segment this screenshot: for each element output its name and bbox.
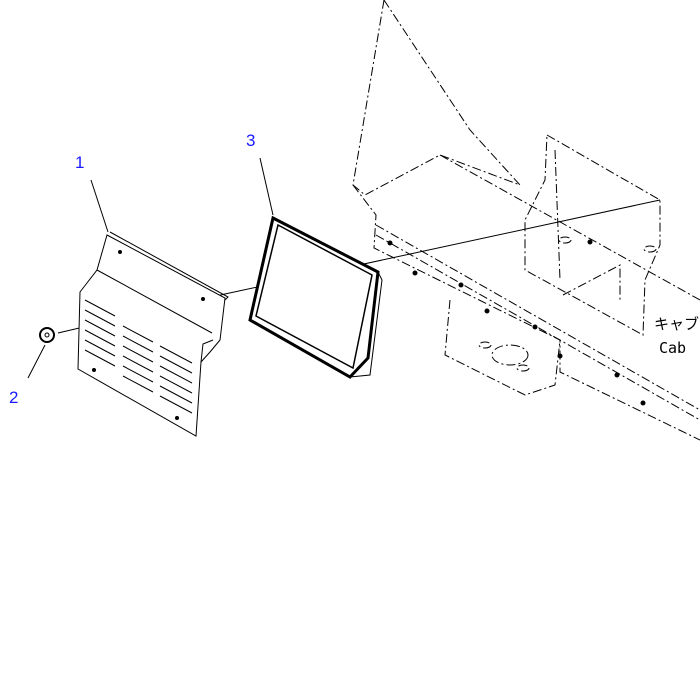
callout-1[interactable]: 1 [75, 153, 85, 172]
leader-line-1 [90, 179, 109, 233]
callout-3[interactable]: 3 [246, 131, 256, 150]
grille-cover-part[interactable] [77, 231, 229, 437]
callout-2[interactable]: 2 [9, 388, 19, 407]
air-filter-part[interactable] [248, 215, 383, 379]
grille-louvers [84, 299, 193, 414]
cab-note: キャブ Cab [654, 312, 699, 360]
cab-reference-outline [352, 0, 700, 441]
leader-line-3 [259, 157, 274, 216]
cab-note-jp: キャブ [654, 315, 700, 333]
leader-line-2 [27, 344, 46, 379]
cab-bolt-holes [387, 239, 646, 406]
knob-nut-part[interactable] [39, 327, 55, 343]
cab-note-en: Cab [659, 339, 687, 357]
